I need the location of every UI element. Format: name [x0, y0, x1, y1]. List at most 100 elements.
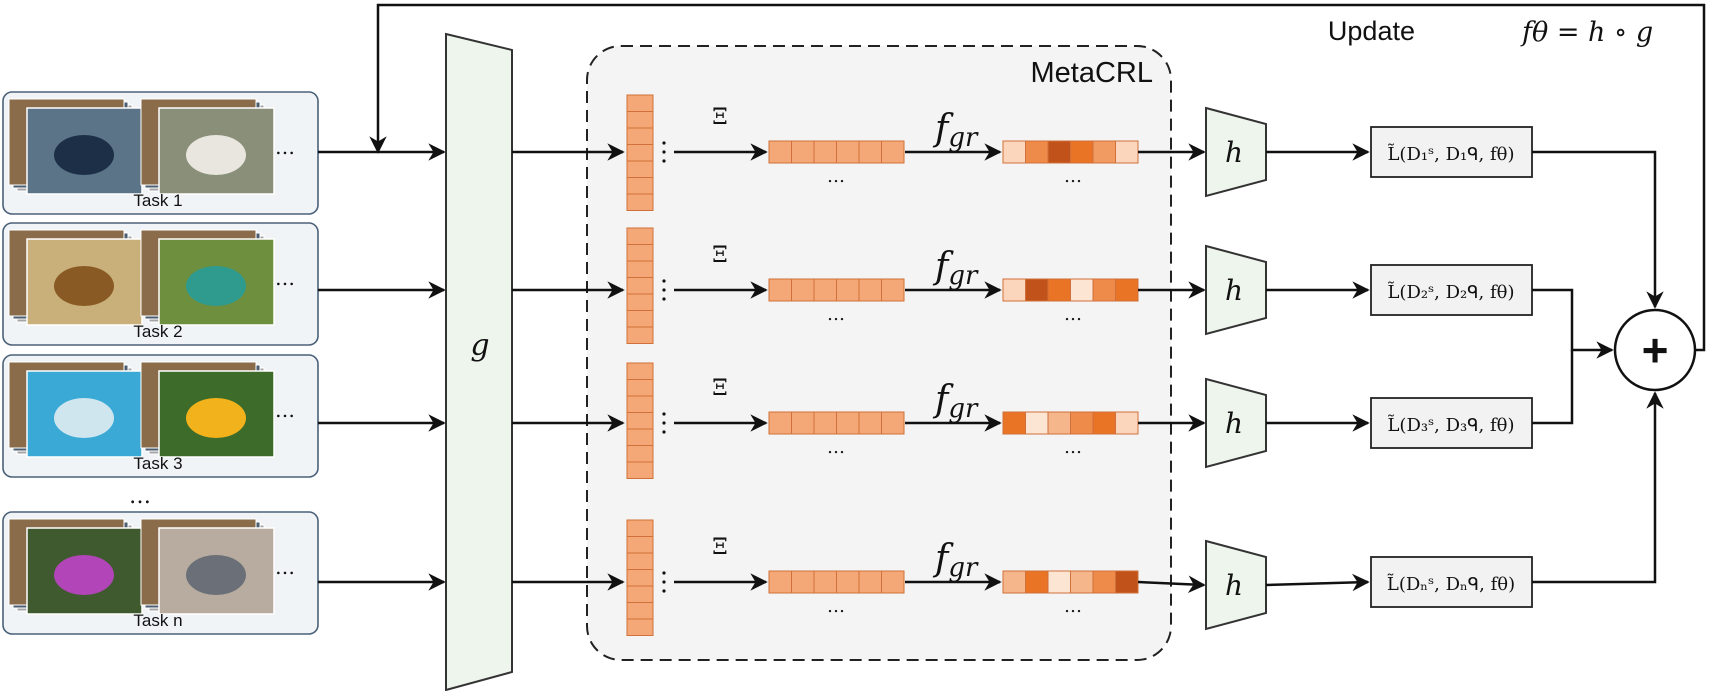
weighted-cell	[1092, 140, 1116, 164]
feature-cell	[626, 193, 654, 211]
feature-cell	[626, 428, 654, 446]
loss-formula: L̃(D₁ˢ, D₁ᑫ, fθ)	[1387, 143, 1514, 165]
token-ellipsis: …	[827, 596, 845, 617]
encoder-g	[445, 32, 513, 691]
feature-cell	[626, 461, 654, 479]
weighted-cell	[1047, 140, 1071, 164]
weighted-cell	[1047, 278, 1071, 302]
task-label: Task n	[133, 611, 182, 630]
token-cell	[881, 140, 905, 164]
encoder-g-label: g	[470, 328, 489, 363]
sum-node	[1613, 308, 1697, 392]
token-cell	[858, 140, 882, 164]
weighted-cell	[1002, 411, 1026, 435]
weighted-cell	[1002, 140, 1026, 164]
vertical-dot	[662, 421, 666, 425]
token-cell	[836, 411, 860, 435]
feature-cell	[626, 227, 654, 245]
feature-cell	[626, 277, 654, 295]
token-cell	[858, 278, 882, 302]
token-cell	[768, 140, 792, 164]
vertical-dot	[662, 571, 666, 575]
vertical-dot	[662, 279, 666, 283]
loss2-to-sum	[1532, 288, 1614, 359]
metacrl-title: MetaCRL	[1031, 57, 1154, 89]
photo-subject	[186, 135, 246, 175]
photo-subject	[186, 398, 246, 438]
weighted-cell	[1002, 278, 1026, 302]
loss-formula: L̃(D₃ˢ, D₃ᑫ, fθ)	[1387, 414, 1514, 436]
feature-cell	[626, 362, 654, 380]
feature-cell	[626, 585, 654, 603]
feature-cell	[626, 144, 654, 162]
vertical-dot	[662, 589, 666, 593]
head-h-label: h	[1225, 569, 1243, 602]
weighted-cell	[1115, 411, 1139, 435]
token-cell	[881, 570, 905, 594]
tasks-ellipsis: …	[129, 484, 151, 509]
task-more-ellipsis: …	[275, 135, 295, 159]
loss-box	[1370, 126, 1533, 178]
sum-symbol: +	[1642, 324, 1669, 376]
feature-cell	[626, 519, 654, 537]
token-cell	[813, 140, 837, 164]
head-h-label: h	[1225, 136, 1243, 169]
task-label: Task 3	[133, 454, 182, 473]
token-cell	[836, 140, 860, 164]
weighted-cell	[1047, 570, 1071, 594]
weighted-ellipsis: …	[1064, 437, 1082, 458]
feature-cell	[626, 326, 654, 344]
weighted-cell	[1092, 570, 1116, 594]
weighted-cell	[1070, 411, 1094, 435]
head-h	[1205, 244, 1267, 336]
token-cell	[858, 570, 882, 594]
loss-formula: L̃(D₂ˢ, D₂ᑫ, fθ)	[1387, 281, 1514, 303]
feature-cell	[626, 552, 654, 570]
token-cell	[791, 140, 815, 164]
feature-cell	[626, 536, 654, 554]
vertical-dot	[662, 580, 666, 584]
photo-subject	[186, 266, 246, 306]
loss-formula: L̃(Dₙˢ, Dₙᑫ, fθ)	[1387, 573, 1515, 595]
weighted-ellipsis: …	[1064, 596, 1082, 617]
weighted-cell	[1070, 570, 1094, 594]
feature-cell	[626, 293, 654, 311]
weighted-ellipsis: …	[1064, 166, 1082, 187]
photo-subject	[54, 555, 114, 595]
token-cell	[813, 411, 837, 435]
weighted-cell	[1115, 570, 1139, 594]
task-label: Task 1	[133, 191, 182, 210]
photo-subject	[186, 555, 246, 595]
token-cell	[858, 411, 882, 435]
vertical-dot	[662, 297, 666, 301]
weighted-cell	[1092, 411, 1116, 435]
head-h	[1205, 539, 1267, 631]
weighted-cell	[1025, 140, 1049, 164]
head-h-label: h	[1225, 407, 1243, 440]
feature-cell	[626, 244, 654, 262]
feedback-arrow	[369, 3, 1706, 352]
head-h-label: h	[1225, 274, 1243, 307]
token-cell	[768, 411, 792, 435]
token-ellipsis: …	[827, 437, 845, 458]
feature-cell	[626, 379, 654, 397]
token-ellipsis: …	[827, 304, 845, 325]
weighted-cell	[1092, 278, 1116, 302]
loss3-to-sum	[1532, 350, 1574, 425]
feature-cell	[626, 412, 654, 430]
update-formula: fθ = h ∘ g	[1520, 17, 1653, 48]
vertical-dot	[662, 159, 666, 163]
feature-cell	[626, 445, 654, 463]
vertical-dot	[662, 150, 666, 154]
metacrl-module	[586, 45, 1172, 661]
token-cell	[791, 570, 815, 594]
weighted-ellipsis: …	[1064, 304, 1082, 325]
token-cell	[881, 411, 905, 435]
head-h	[1205, 106, 1267, 198]
feature-cell	[626, 310, 654, 328]
xi-operator: Ξ	[712, 535, 727, 560]
